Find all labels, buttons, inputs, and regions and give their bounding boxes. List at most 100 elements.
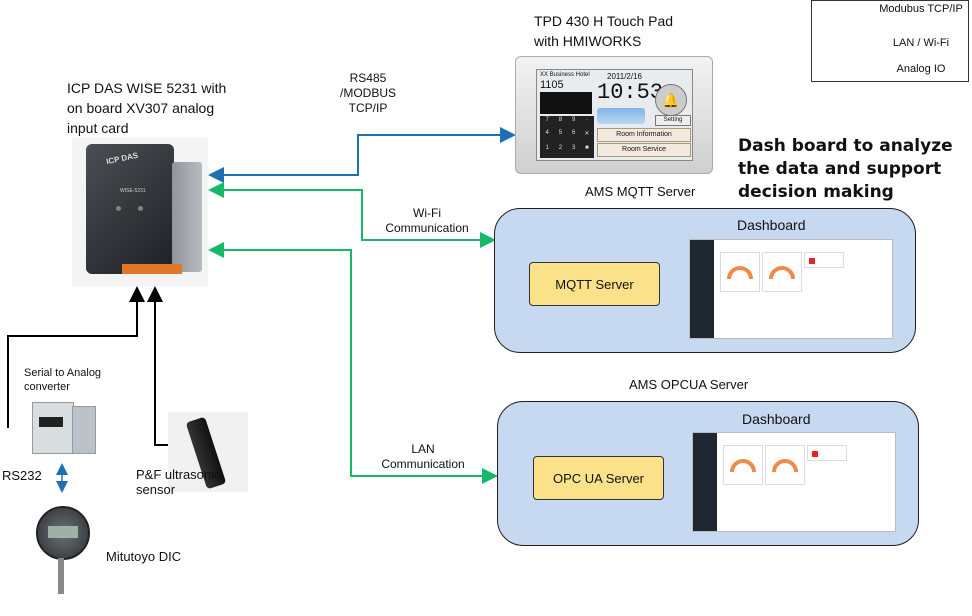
headline-line2: the data and support	[738, 159, 942, 179]
sensor-line2: sensor	[136, 482, 176, 497]
dial-indicator-photo	[30, 498, 92, 598]
sensor-photo	[168, 412, 248, 492]
screen-black-panel	[540, 92, 592, 114]
touchpad-device: XX Business Hotel 1105 7 8 9 · 4 5 6 ✕ 1…	[515, 56, 713, 174]
dashboard-headline: Dash board to analyze the data and suppo…	[738, 135, 968, 204]
dashboard-sidebar	[693, 433, 717, 531]
modbus-link	[208, 127, 516, 183]
wifi-line1: Wi-Fi	[413, 206, 441, 220]
status-indicator	[809, 258, 815, 264]
key-x-icon[interactable]: ✕	[584, 131, 590, 138]
analog-link-sensor	[147, 286, 170, 446]
dial-stem	[58, 558, 64, 594]
gauge-icon	[769, 266, 795, 280]
controller-side-panel	[172, 162, 202, 272]
key-9[interactable]: 9	[571, 117, 576, 123]
gauge-icon	[727, 266, 753, 280]
converter-body	[32, 402, 74, 454]
wifi-link	[208, 182, 496, 248]
lan-line2: Communication	[381, 457, 465, 471]
controller-model: WISE-5231	[120, 188, 146, 194]
dashboard-card	[720, 252, 760, 292]
dashboard-card	[723, 445, 763, 485]
dashboard-card	[807, 445, 847, 461]
dashboard-sidebar	[690, 240, 714, 338]
rs485-label: RS485 /MODBUS TCP/IP	[328, 71, 408, 116]
opcua-dashboard-screenshot	[692, 432, 896, 532]
rs485-line3: TCP/IP	[348, 101, 388, 115]
converter-line1: Serial to Analog	[24, 367, 102, 379]
wifi-label: Wi-Fi Communication	[372, 206, 482, 236]
screen-room: 1105	[540, 79, 564, 91]
rs485-line2: /MODBUS	[339, 86, 396, 100]
lan-line1: LAN	[411, 442, 435, 456]
analog-link-converter	[7, 286, 145, 428]
led-icon	[116, 206, 121, 211]
legend-label-modbus: Modubus TCP/IP	[879, 3, 963, 15]
opcua-server-panel: Dashboard OPC UA Server	[497, 401, 919, 546]
key-clear[interactable]: ·	[585, 117, 588, 123]
converter-line2: converter	[24, 381, 70, 393]
screen-weather-icon	[597, 108, 645, 124]
sensor-label: P&F ultrasonic sensor	[136, 467, 221, 497]
opcua-server-box[interactable]: OPC UA Server	[533, 456, 664, 500]
setting-button[interactable]: Setting	[655, 115, 691, 126]
converter-label: Serial to Analog converter	[24, 366, 101, 394]
legend: Modubus TCP/IP LAN / Wi-Fi Analog IO	[811, 0, 969, 82]
bell-icon[interactable]: 🔔	[655, 84, 687, 116]
controller-body: ICP DAS WISE-5231	[86, 144, 174, 274]
terminal-block	[122, 264, 182, 274]
screen-keypad: 7 8 9 · 4 5 6 ✕ 1 2 3 ■	[540, 116, 594, 158]
key-5[interactable]: 5	[558, 130, 563, 137]
legend-label-analog: Analog IO	[896, 63, 946, 75]
mqtt-server-label: AMS MQTT Server	[585, 184, 696, 199]
mqtt-dashboard-title: Dashboard	[737, 217, 806, 233]
screen-date: 2011/2/16	[607, 72, 642, 81]
touchpad-title: TPD 430 H Touch Pad with HMIWORKS	[534, 11, 764, 51]
key-3[interactable]: 3	[571, 144, 576, 151]
touchpad-title-line2: with HMIWORKS	[534, 33, 642, 49]
dic-label: Mitutoyo DIC	[106, 549, 182, 564]
wifi-line2: Communication	[385, 221, 469, 235]
key-6[interactable]: 6	[571, 130, 576, 137]
mqtt-server-box[interactable]: MQTT Server	[529, 262, 660, 306]
gauge-icon	[772, 459, 798, 473]
controller-device: ICP DAS WISE-5231	[72, 138, 208, 286]
dial-body	[36, 506, 90, 560]
dashboard-card	[762, 252, 802, 292]
key-4[interactable]: 4	[545, 130, 549, 137]
controller-brand: ICP DAS	[105, 150, 139, 167]
status-indicator	[812, 451, 818, 457]
touchpad-title-line1: TPD 430 H Touch Pad	[534, 13, 674, 29]
rs485-line1: RS485	[349, 71, 387, 85]
screen-hotel: XX Business Hotel	[540, 72, 590, 78]
key-7[interactable]: 7	[545, 117, 549, 123]
controller-title: ICP DAS WISE 5231 with on board XV307 an…	[67, 78, 297, 138]
legend-label-lan: LAN / Wi-Fi	[892, 37, 950, 49]
lan-label: LAN Communication	[368, 442, 478, 472]
converter-device	[32, 398, 96, 454]
dashboard-card	[765, 445, 805, 485]
touchpad-screen: XX Business Hotel 1105 7 8 9 · 4 5 6 ✕ 1…	[536, 69, 693, 161]
dial-display	[48, 526, 78, 538]
lan-link	[208, 242, 498, 484]
room-service-button[interactable]: Room Service	[597, 143, 691, 157]
key-8[interactable]: 8	[558, 117, 563, 123]
key-lock-icon[interactable]: ■	[585, 144, 589, 151]
converter-side	[72, 406, 96, 454]
headline-line1: Dash board to analyze	[738, 136, 953, 156]
mqtt-server-panel: Dashboard MQTT Server	[494, 208, 916, 353]
key-1[interactable]: 1	[545, 144, 549, 151]
controller-title-line3: input card	[67, 120, 129, 136]
opcua-dashboard-title: Dashboard	[742, 411, 811, 427]
room-information-button[interactable]: Room Information	[597, 128, 691, 142]
opcua-server-label: AMS OPCUA Server	[629, 377, 749, 392]
key-2[interactable]: 2	[558, 144, 563, 151]
headline-line3: decision making	[738, 182, 894, 202]
rs232-label: RS232	[2, 468, 42, 483]
mqtt-dashboard-screenshot	[689, 239, 893, 339]
led-icon	[138, 206, 143, 211]
screen-time: 10:53	[597, 80, 664, 105]
controller-title-line1: ICP DAS WISE 5231 with	[67, 80, 227, 96]
